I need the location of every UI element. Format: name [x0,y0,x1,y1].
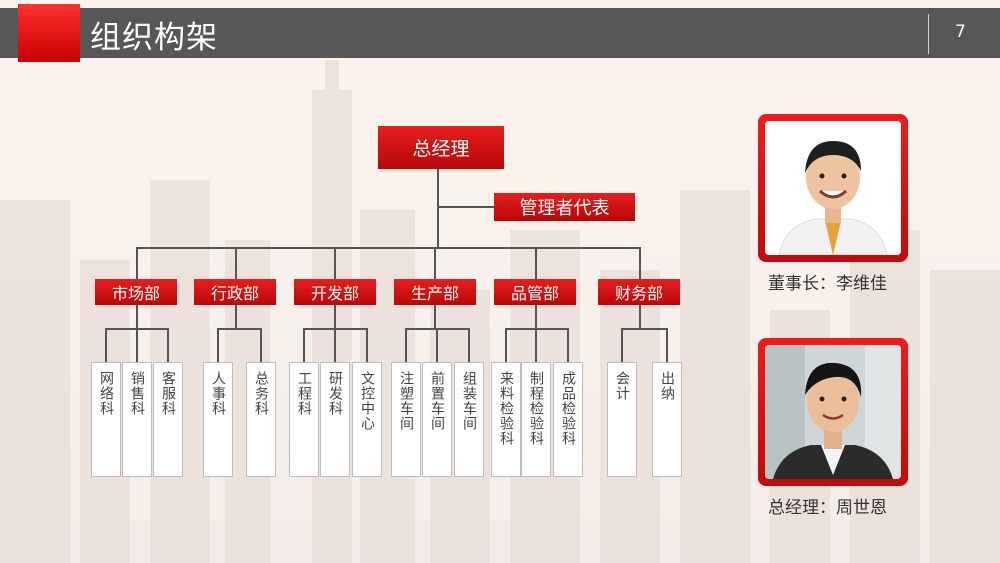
sub-unit-label: 注塑车间 [398,371,414,431]
person-portrait-icon [765,121,901,255]
connector-sub-drop [505,328,507,362]
sub-unit: 人事科 [203,362,233,477]
sub-unit-label: 组装车间 [461,371,477,431]
sub-unit: 会计 [607,362,637,477]
dept-market: 市场部 [95,279,177,305]
gm-caption: 总经理：周世恩 [768,498,887,518]
sub-unit-label: 成品检验科 [560,371,576,446]
connector-sub-drop [405,328,407,362]
sub-unit: 制程检验科 [521,362,551,477]
connector-sub-stem [136,305,138,329]
connector-sub-drop [260,328,262,362]
connector-sub-stem [535,305,537,329]
sub-unit-label: 制程检验科 [528,371,544,446]
sub-unit-label: 人事科 [210,371,226,416]
connector-sub-drop [303,328,305,362]
connector-sub-bus [621,328,667,330]
connector-sub-drop [666,328,668,362]
connector-sub-drop [436,328,438,362]
page-number: 7 [955,22,966,42]
dept-admin: 行政部 [194,279,276,305]
connector-sub-stem [235,305,237,329]
sub-unit: 研发科 [320,362,350,477]
sub-unit-label: 总务科 [253,371,269,416]
dept-finance: 财务部 [598,279,680,305]
gm-photo-frame [758,338,908,486]
chairman-photo-frame [758,114,908,262]
sub-unit-label: 出纳 [659,371,675,401]
node-general-manager: 总经理 [378,126,504,169]
connector-sub-drop [567,328,569,362]
connector-sub-drop [621,328,623,362]
chairman-caption: 董事长：李维佳 [768,274,887,294]
header-divider [928,14,929,54]
sub-unit: 总务科 [246,362,276,477]
connector-dept-drop [535,247,537,279]
connector-sub-drop [136,328,138,362]
connector-sub-drop [334,328,336,362]
sub-unit-label: 网络科 [98,371,114,416]
connector-dept-drop [136,247,138,279]
sub-unit-label: 工程科 [296,371,312,416]
connector-sub-bus [217,328,261,330]
header-accent-block [18,4,80,62]
connector-dept-bus [136,247,641,249]
connector-sub-drop [105,328,107,362]
header-bar [0,8,1000,58]
connector-sub-drop [167,328,169,362]
chairman-photo [765,121,901,255]
sub-unit: 前置车间 [422,362,452,477]
sub-unit: 客服科 [153,362,183,477]
sub-unit: 销售科 [122,362,152,477]
connector-dept-drop [639,247,641,279]
connector-sub-drop [535,328,537,362]
connector-trunk [437,169,439,249]
sub-unit: 文控中心 [352,362,382,477]
person-portrait-icon [765,345,901,479]
connector-sub-bus [505,328,569,330]
sub-unit-label: 文控中心 [359,371,375,431]
connector-sub-drop [217,328,219,362]
sub-unit: 出纳 [652,362,682,477]
sub-unit: 来料检验科 [491,362,521,477]
sub-unit: 成品检验科 [553,362,583,477]
sub-unit-label: 研发科 [327,371,343,416]
connector-sub-stem [434,305,436,329]
connector-dept-drop [434,247,436,279]
connector-sub-stem [639,305,641,329]
sub-unit: 网络科 [91,362,121,477]
sub-unit-label: 销售科 [129,371,145,416]
dept-production: 生产部 [394,279,476,305]
sub-unit: 组装车间 [454,362,484,477]
dept-development: 开发部 [294,279,376,305]
sub-unit: 工程科 [289,362,319,477]
sub-unit-label: 前置车间 [429,371,445,431]
connector-dept-drop [334,247,336,279]
connector-sub-drop [366,328,368,362]
sub-unit-label: 来料检验科 [498,371,514,446]
sub-unit: 注塑车间 [391,362,421,477]
connector-dept-drop [235,247,237,279]
node-management-rep: 管理者代表 [494,193,635,221]
sub-unit-label: 客服科 [160,371,176,416]
page-title: 组织构架 [90,20,218,56]
gm-photo [765,345,901,479]
sub-unit-label: 会计 [614,371,630,401]
connector-sub-drop [468,328,470,362]
dept-quality: 品管部 [494,279,576,305]
connector-rep [437,206,494,208]
connector-sub-stem [334,305,336,329]
